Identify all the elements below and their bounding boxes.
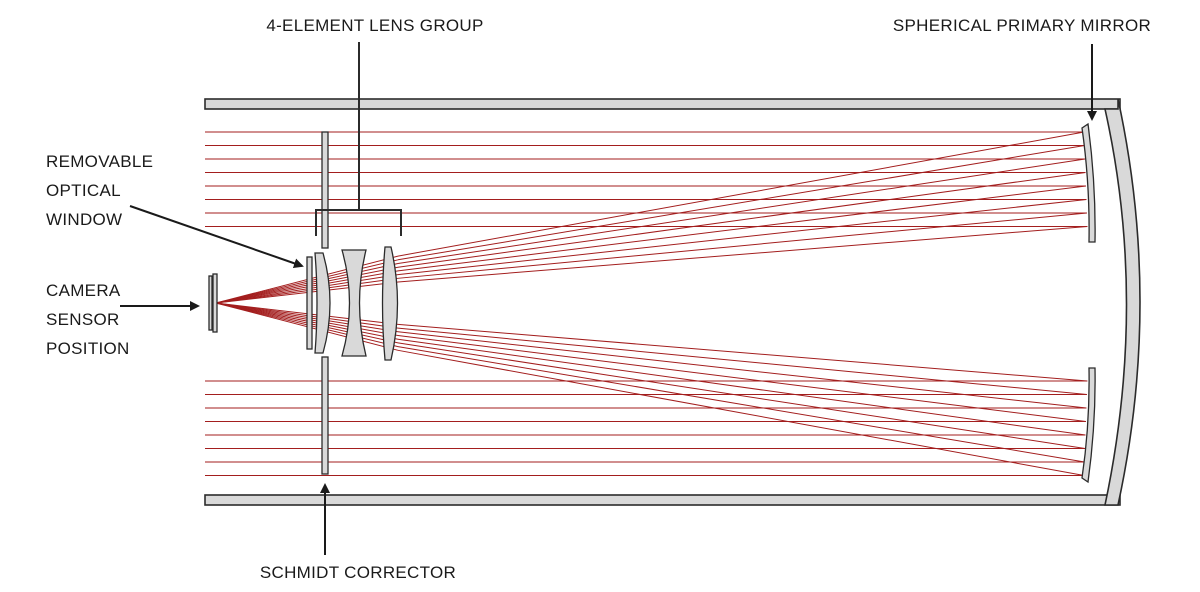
schmidt-corrector-lower (321, 356, 329, 475)
reflected-ray-15 (397, 346, 1085, 463)
reflected-ray-9 (397, 323, 1088, 382)
reflected-ray-8 (397, 226, 1088, 283)
tube-top-wall (204, 98, 1121, 110)
reflected-ray-2 (397, 145, 1085, 261)
reflected-ray-10 (397, 327, 1087, 395)
primary-mirror-upper (1081, 122, 1096, 243)
reflected-ray-7 (397, 212, 1087, 279)
removable-optical-window (306, 256, 313, 350)
schmidt-corrector-label: SCHMIDT CORRECTOR (260, 563, 456, 582)
spherical-primary-mirror (1081, 122, 1096, 484)
optical-window-label-line-2: OPTICAL (46, 181, 121, 200)
sensor-plate-back (208, 275, 213, 331)
lens-group (314, 246, 399, 361)
telescope-tube (204, 98, 1141, 506)
camera-sensor-label-line-2: SENSOR (46, 310, 120, 329)
lens-element-2 (341, 249, 367, 357)
tube-bottom-wall (204, 494, 1121, 506)
optical-window-pointer (129, 205, 304, 269)
primary-mirror-label: SPHERICAL PRIMARY MIRROR (893, 16, 1151, 35)
reflected-ray-11 (397, 331, 1087, 409)
reflected-ray-6 (397, 199, 1087, 276)
reflected-ray-1 (397, 131, 1085, 257)
optical-window-label-line-1: REMOVABLE (46, 152, 153, 171)
reflected-ray-14 (397, 342, 1086, 449)
optical-window-label-line-3: WINDOW (46, 210, 122, 229)
reflected-ray-16 (397, 349, 1085, 476)
camera-sensor-label-line-3: POSITION (46, 339, 130, 358)
reflected-ray-12 (397, 335, 1086, 422)
sensor-plate-front (212, 273, 218, 333)
camera-sensor (208, 273, 218, 333)
schmidt-corrector-upper (321, 131, 329, 249)
reflected-ray-3 (397, 158, 1086, 264)
reflected-ray-13 (397, 338, 1086, 436)
lens-group-label: 4-ELEMENT LENS GROUP (266, 16, 483, 35)
schmidt-corrector-plate (321, 131, 329, 475)
reflected-ray-5 (397, 185, 1087, 272)
light-rays (205, 131, 1088, 476)
camera-sensor-label-line-1: CAMERA (46, 281, 121, 300)
reflected-ray-4 (397, 172, 1086, 268)
lens-group-bracket (315, 42, 402, 236)
tube-end-cap (1104, 98, 1141, 506)
primary-mirror-lower (1081, 367, 1096, 484)
lens-element-3 (381, 246, 399, 361)
lens-element-1 (314, 252, 331, 354)
